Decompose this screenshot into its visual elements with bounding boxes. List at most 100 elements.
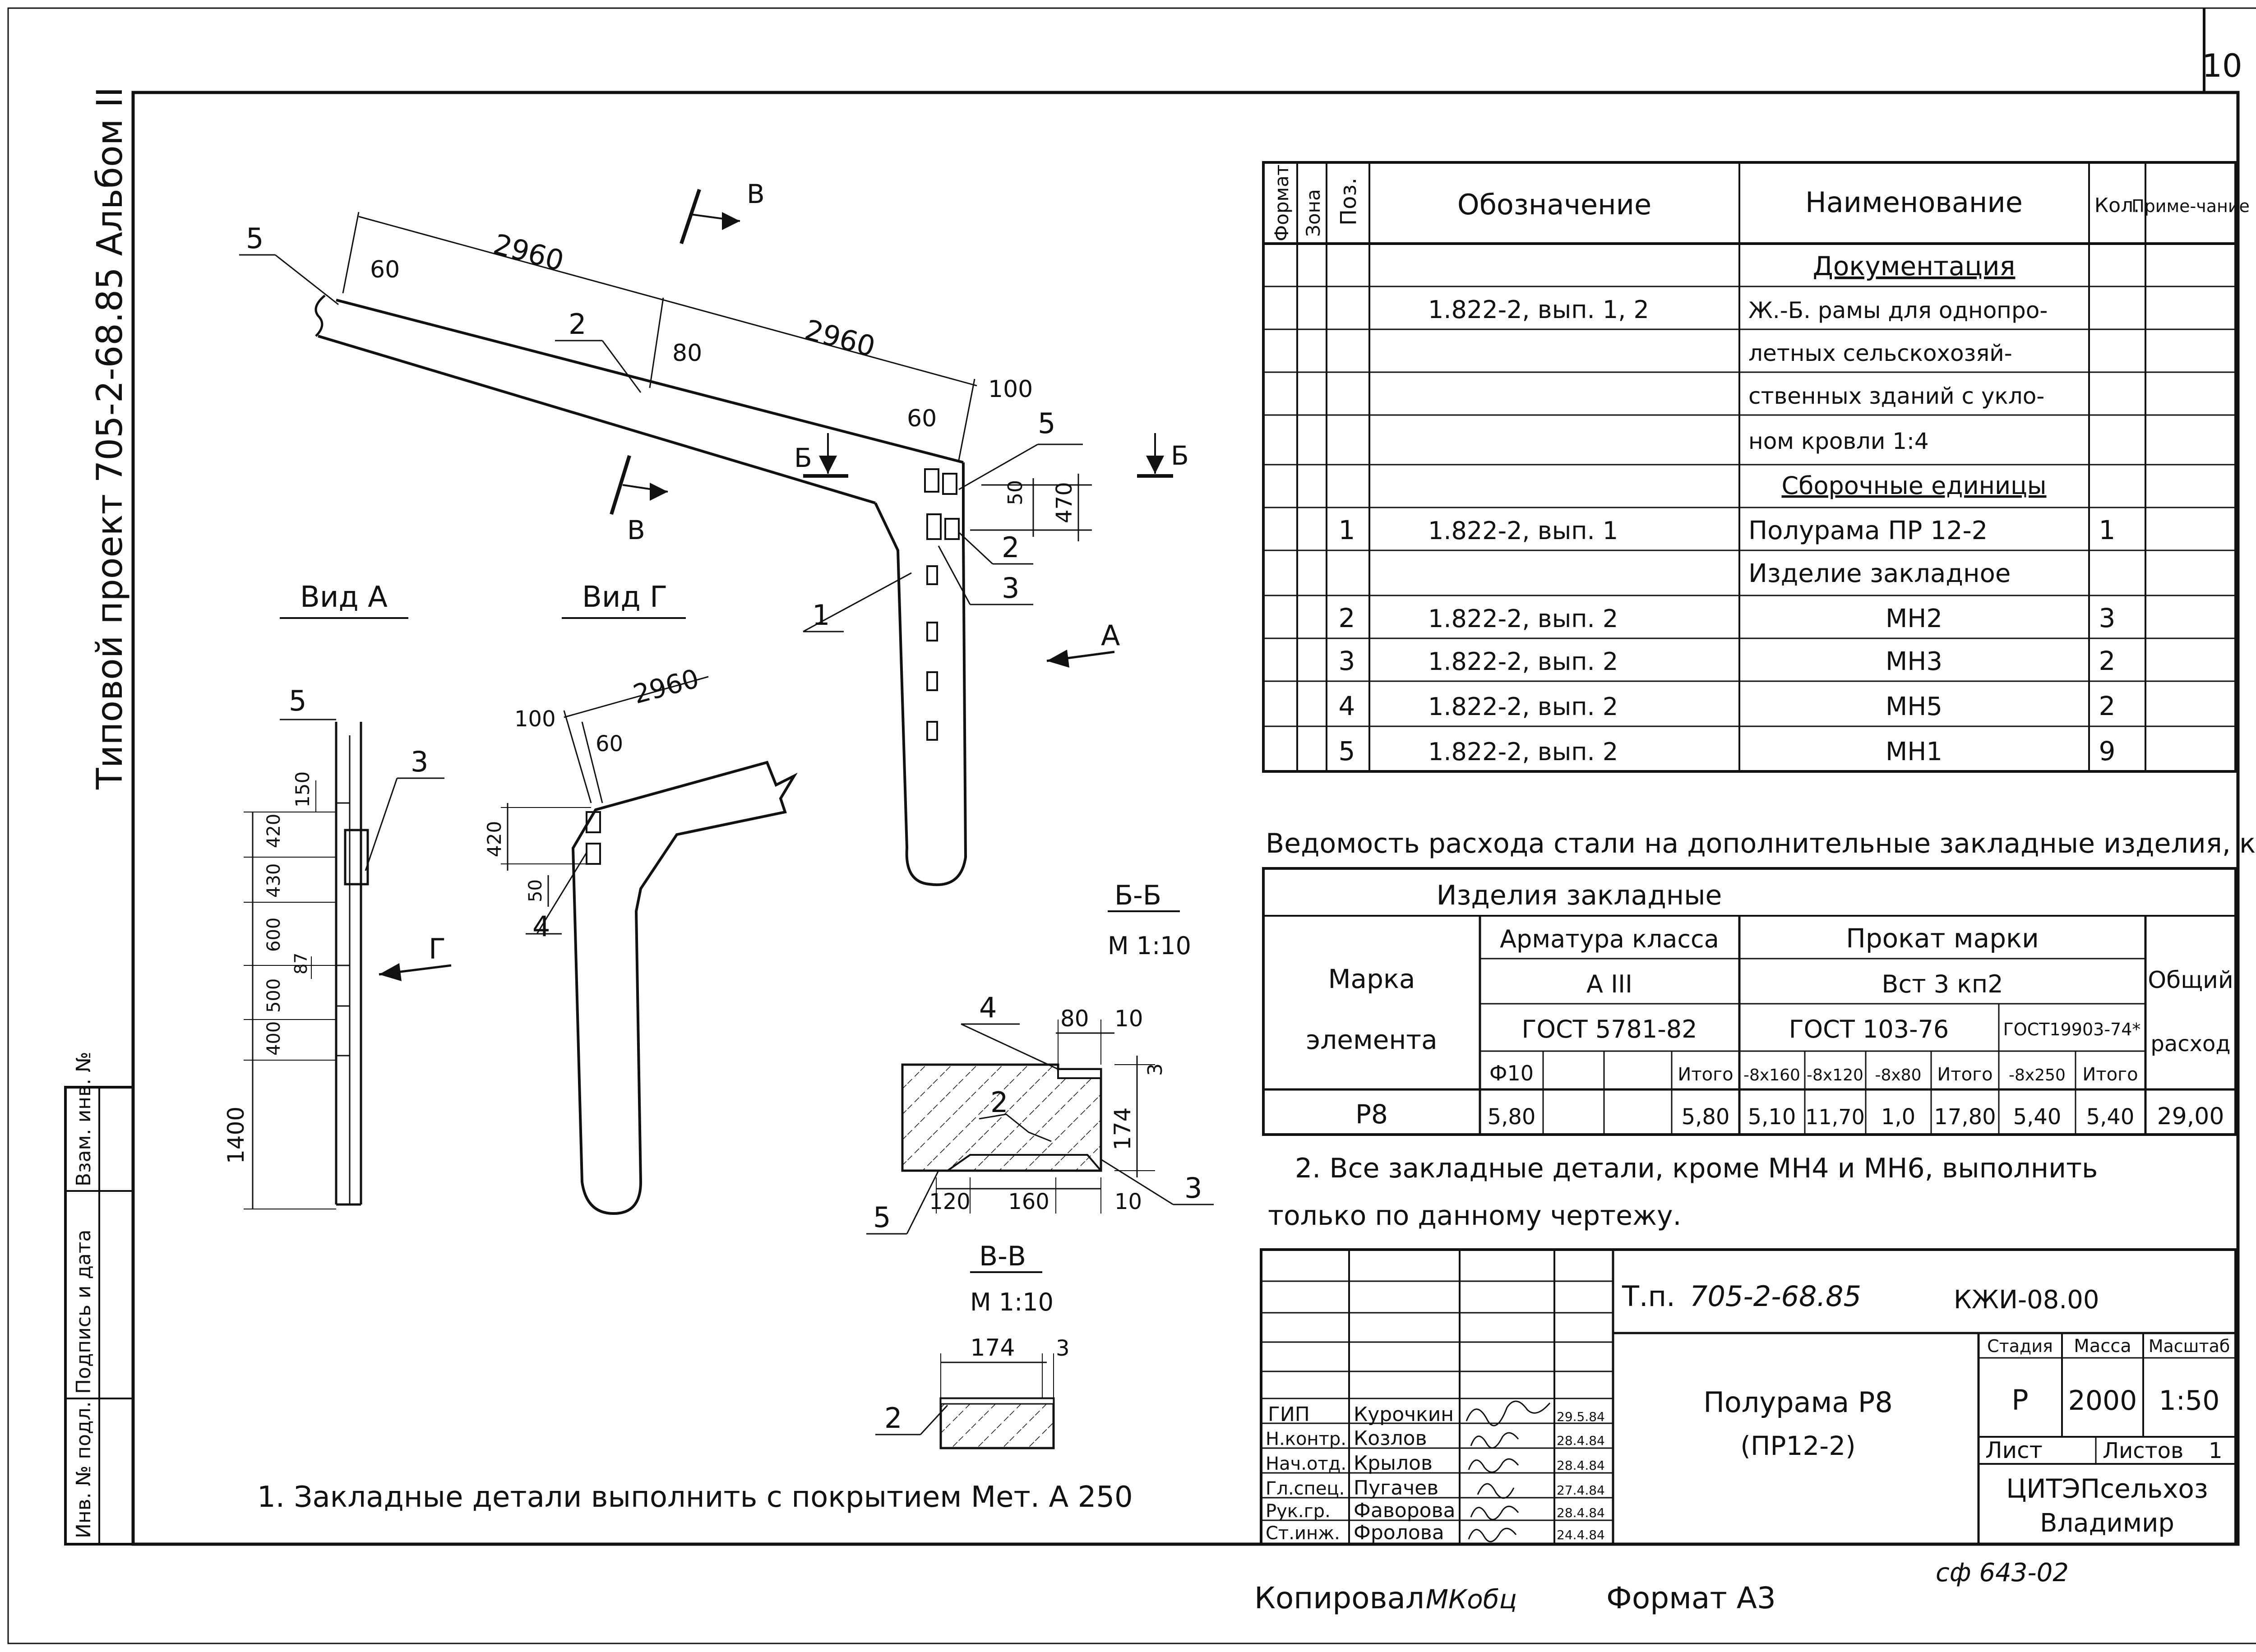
steel-val-4: 5,80 <box>1682 1104 1730 1130</box>
tb-mass: 2000 <box>2068 1385 2137 1417</box>
doc-name-line-1: Ж.-Б. рамы для однопро- <box>1748 297 2048 323</box>
half-frame-elevation: 2960 2960 60 80 100 60 50 470 5 2 5 2 3 … <box>239 179 1189 886</box>
note-2-line-1: 2. Все закладные детали, кроме МН4 и МН6… <box>1295 1153 2098 1184</box>
dim-100: 100 <box>988 376 1033 403</box>
callout-5-right: 5 <box>1038 407 1055 440</box>
row-4-qty: 2 <box>2099 691 2116 721</box>
doc-designation: 1.822-2, вып. 1, 2 <box>1428 295 1649 324</box>
tb-object-name-1: Полурама Р8 <box>1703 1386 1893 1419</box>
tb-project-prefix: Т.п. <box>1622 1280 1675 1313</box>
steel-sub-9: -8х250 <box>2009 1066 2066 1084</box>
header-qty: Кол. <box>2094 194 2140 217</box>
steel-val-6: 11,70 <box>1805 1105 1865 1129</box>
doc-name-line-3: ственных зданий с укло- <box>1748 383 2044 409</box>
steel-sub-4: Итого <box>1678 1064 1733 1085</box>
row-3-name: МН3 <box>1886 647 1942 676</box>
signer-1-date: 29.5.84 <box>1557 1409 1605 1424</box>
view-a-callout-5: 5 <box>289 684 306 717</box>
signature-scribble <box>1468 1527 1517 1542</box>
section-assemblies: Сборочные единицы <box>1781 471 2046 500</box>
callout-2-right: 2 <box>1002 531 1019 564</box>
page-number: 10 <box>2202 47 2242 84</box>
section-bb-dim-3: 3 <box>1144 1063 1167 1076</box>
section-bb-title: Б-Б <box>1114 880 1161 911</box>
signer-1-role: ГИП <box>1268 1403 1310 1426</box>
left-strip: Инв. № подл. Подпись и дата Взам. инв. № <box>64 1052 134 1546</box>
view-g-callout-4: 4 <box>532 910 550 943</box>
callout-2-top: 2 <box>569 308 586 341</box>
section-vv-scale: М 1:10 <box>970 1288 1054 1316</box>
header-note: Приме-чание <box>2131 196 2250 216</box>
row-3-designation: 1.822-2, вып. 2 <box>1428 647 1618 676</box>
dim-60-a: 60 <box>370 256 400 283</box>
row-1-name: Полурама ПР 12-2 <box>1748 516 1988 545</box>
steel-val-8: 17,80 <box>1934 1104 1996 1130</box>
signature-scribble <box>1465 1400 1551 1426</box>
title-block: Т.п. 705-2-68.85 КЖИ-08.00 Полурама Р8 (… <box>1260 1248 2237 1546</box>
header-name: Наименование <box>1805 186 2023 219</box>
section-bb-dim-120: 120 <box>929 1189 971 1214</box>
signature-scribble <box>1468 1458 1519 1473</box>
signer-3-role: Нач.отд. <box>1266 1454 1346 1474</box>
tb-scale: 1:50 <box>2159 1385 2220 1417</box>
row-4-designation: 1.822-2, вып. 2 <box>1428 692 1618 721</box>
row-2-name: МН2 <box>1886 604 1942 633</box>
signer-1-name: Курочкин <box>1354 1403 1454 1426</box>
row-3-pos: 3 <box>1339 646 1355 676</box>
section-bb-dim-160: 160 <box>1008 1189 1049 1214</box>
row-1-qty: 1 <box>2099 515 2116 545</box>
header-zone: Зона <box>1302 189 1324 237</box>
section-vv-dim-3: 3 <box>1056 1336 1070 1361</box>
tb-sheets-count: 1 <box>2209 1438 2223 1463</box>
signature-scribble <box>1470 1505 1519 1520</box>
row-4-name: МН5 <box>1886 692 1942 721</box>
view-a-dim-430: 430 <box>264 863 284 898</box>
strip-replace-label: Взам. инв. № <box>72 1052 95 1186</box>
header-designation: Обозначение <box>1457 188 1651 221</box>
signature-scribble <box>1477 1483 1515 1499</box>
section-bb-dim-80: 80 <box>1060 1006 1089 1032</box>
view-a-dim-400: 400 <box>264 1021 284 1056</box>
row-4-pos: 4 <box>1339 691 1355 721</box>
doc-name-line-4: ном кровли 1:4 <box>1748 428 1929 454</box>
steel-sub-1: Ф10 <box>1489 1061 1534 1085</box>
section-mark-v-top: В <box>747 179 765 209</box>
row-2-qty: 3 <box>2099 603 2116 633</box>
strip-inv-label: Инв. № подл. <box>72 1401 95 1538</box>
row-5-pos: 5 <box>1339 736 1355 766</box>
steel-rolled-gost-1: ГОСТ 103-76 <box>1789 1015 1949 1043</box>
tb-mass-header: Масса <box>2074 1336 2131 1357</box>
tb-org-2: Владимир <box>2040 1509 2174 1538</box>
view-g-dim-50: 50 <box>525 879 546 902</box>
section-bb-callout-3: 3 <box>1184 1172 1202 1204</box>
copied-by-label: Копировал <box>1254 1581 1424 1615</box>
steel-row-total: 29,00 <box>2157 1103 2224 1130</box>
signer-6-date: 24.4.84 <box>1557 1527 1605 1542</box>
view-a-dim-1400: 1400 <box>223 1107 249 1164</box>
tb-org-1: ЦИТЭПсельхоз <box>2006 1473 2208 1504</box>
view-a-dim-150: 150 <box>291 771 314 808</box>
signer-3-date: 28.4.84 <box>1557 1458 1605 1473</box>
tb-object-name-2: (ПР12-2) <box>1740 1431 1855 1461</box>
row-embedded-name: Изделие закладное <box>1748 559 2011 588</box>
row-5-qty: 9 <box>2099 736 2116 766</box>
signer-6-name: Фролова <box>1354 1521 1444 1544</box>
view-a: Вид А 5 3 150 420 430 600 87 500 <box>223 581 452 1209</box>
view-g-title: Вид Г <box>582 581 667 614</box>
row-2-pos: 2 <box>1339 603 1355 633</box>
tb-sheets-label: Листов <box>2103 1438 2183 1463</box>
steel-rolled-gost-2: ГОСТ19903-74* <box>2003 1020 2141 1039</box>
dim-60-b: 60 <box>907 405 937 432</box>
header-format: Формат <box>1271 165 1293 241</box>
doc-name-line-2: летных сельскохозяй- <box>1748 340 2012 366</box>
section-documentation: Документация <box>1813 251 2016 281</box>
steel-sub-8: Итого <box>1937 1064 1992 1085</box>
view-a-title: Вид А <box>300 581 388 614</box>
signer-2-name: Козлов <box>1354 1427 1427 1450</box>
row-5-name: МН1 <box>1886 737 1942 766</box>
view-a-dim-600: 600 <box>264 918 284 952</box>
steel-table-title: Ведомость расхода стали на дополнительны… <box>1266 828 2256 859</box>
steel-rolled-grade: Вст 3 кп2 <box>1882 970 2003 998</box>
callout-5-top: 5 <box>246 222 264 255</box>
section-b-b: Б-Б М 1:10 4 80 10 3 174 2 120 <box>866 880 1214 1235</box>
